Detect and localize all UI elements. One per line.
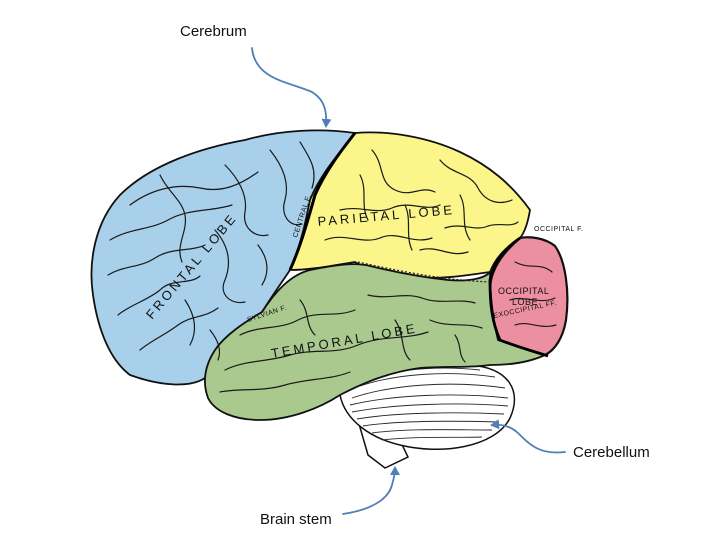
gyri-lines <box>107 141 557 393</box>
cerebellum-arrow <box>490 419 566 454</box>
occipital-lobe-label-line1: OCCIPITAL <box>498 286 549 296</box>
parietal-temporal-boundary <box>357 261 491 283</box>
occipital-fissure-label: OCCIPITAL F. <box>534 226 584 233</box>
cerebrum-arrow <box>251 47 332 128</box>
temporal-lobe <box>204 263 548 421</box>
parieto-occipital-line <box>488 236 549 358</box>
occipital-lobe-label-line2: LOBE <box>512 297 538 307</box>
central-fissure-line <box>288 132 357 271</box>
cerebellum-label: Cerebellum <box>573 444 650 461</box>
brain-stem-label: Brain stem <box>260 511 332 528</box>
brain-stem-arrow <box>342 466 400 515</box>
cerebrum-label: Cerebrum <box>180 23 247 40</box>
cerebellum-folia <box>349 367 509 441</box>
